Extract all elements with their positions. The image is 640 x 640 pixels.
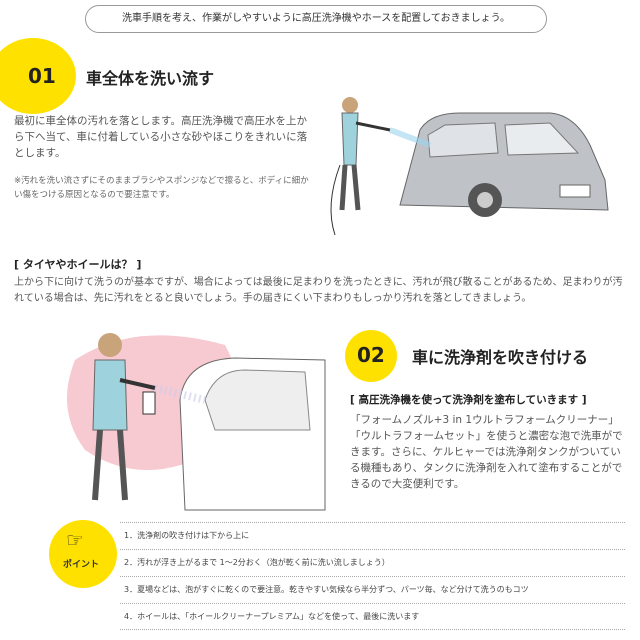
foam-spray-illustration (67, 333, 326, 511)
step2-title: 車に洗浄剤を吹き付ける (412, 348, 589, 367)
step2-subheading: [ 高圧洗浄機を使って洗浄剤を塗布していきます ] (350, 394, 587, 406)
step1-number-badge (0, 38, 76, 114)
step1-number: 01 (28, 64, 56, 88)
tires-heading: [ タイヤやホイールは？ ] (14, 258, 142, 271)
step1-title: 車全体を洗い流す (86, 69, 215, 88)
tires-body: 上から下に向けて洗うのが基本ですが、場合によっては最後に足まわりを洗ったときに、… (14, 277, 623, 304)
step2-number: 02 (357, 343, 385, 367)
step2-number-badge (345, 330, 397, 382)
step1-body: 最初に車全体の汚れを落とします。高圧洗浄機で高圧水を上から下へ当て、車に付着して… (14, 115, 308, 159)
intro-banner: 洗車手順を考え、作業がしやすいように高圧洗浄機やホースを配置しておきましょう。 (85, 5, 547, 33)
step1-note: ※汚れを洗い流さずにそのままブラシやスポンジなどで擦ると、ボディに細かい傷をつけ… (14, 176, 309, 200)
point-badge-label: ポイント (63, 560, 100, 570)
point-item: 4．ホイールは、「ホイールクリーナープレミアム」などを使って、最後に洗います (120, 603, 625, 630)
car-rinse-illustration (330, 97, 609, 236)
point-badge (52, 523, 114, 585)
pointing-hand-icon: ☞ (66, 528, 84, 552)
point-item: 1．洗浄剤の吹き付けは下から上に (120, 522, 625, 549)
step2-body: 「フォームノズル+3 in 1ウルトラフォームクリーナー」「ウルトラフォームセッ… (350, 414, 623, 490)
point-item: 2．汚れが浮き上がるまで 1～2分おく（泡が乾く前に洗い流しましょう） (120, 549, 625, 576)
point-item: 3．夏場などは、泡がすぐに乾くので要注意。乾きやすい気候なら半分ずつ、パーツ毎、… (120, 576, 625, 603)
